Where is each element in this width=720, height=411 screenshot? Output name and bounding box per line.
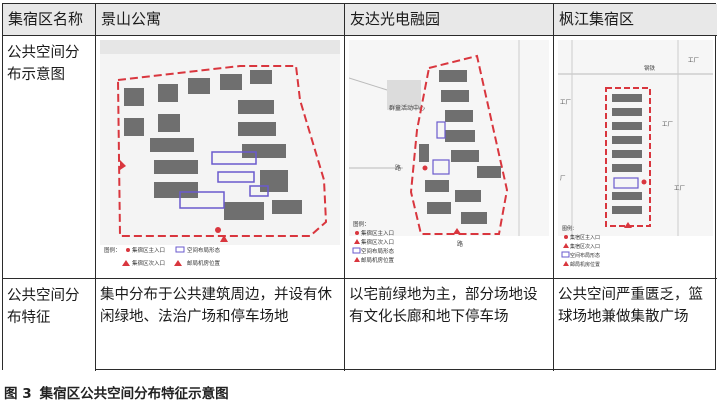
map3-legend-2: 空间布局形态 [570, 252, 600, 259]
map2-legend-1: 集宿区次入口 [361, 238, 394, 246]
map3-label-factory1: 工厂 [688, 57, 700, 64]
figure-caption: 图 3 集宿区公共空间分布特征示意图 [4, 382, 237, 402]
map3-label-factory2: 工厂 [560, 99, 572, 106]
header-jingshan: 景山公寓 [96, 4, 345, 36]
header-fengjiang: 枫江集宿区 [554, 4, 717, 36]
comparison-table: 集宿区名称 景山公寓 友达光电融园 枫江集宿区 公共空间分布示意图 [2, 3, 717, 371]
map-jingshan: 图例： 集宿区主入口 空间布局形态 集宿区次入口 邮局机房位置 [96, 36, 345, 279]
map3-legend-title: 图例： [562, 225, 577, 232]
map2-label-center: 群童活动中心 [389, 104, 425, 112]
map3-legend-1: 集宿区次入口 [570, 243, 600, 250]
row-label-map: 公共空间分布示意图 [3, 36, 96, 279]
map-fengjiang-svg: 钢铁 工厂 工厂 工厂 厂 工厂 [558, 40, 713, 274]
map2-legend-title: 图例： [353, 220, 370, 228]
map2-legend-2: 空间布局形态 [361, 247, 395, 255]
feature-jingshan: 集中分布于公共建筑周边，并设有休闲绿地、法治广场和停车场地 [96, 279, 345, 371]
map2-label-road2: 路 [457, 240, 463, 248]
feature-fengjiang: 公共空间严重匮乏，篮球场地兼做集散广场 [558, 287, 703, 325]
map3-label-factory5: 工厂 [674, 185, 686, 192]
map3-label-factory4: 厂 [560, 175, 566, 182]
map1-legend-0: 集宿区主入口 [132, 246, 165, 254]
header-youda: 友达光电融园 [345, 4, 554, 36]
map2-label-road1: 路 [395, 164, 401, 172]
map2-legend-0: 集宿区主入口 [361, 229, 394, 237]
map-fengjiang: 钢铁 工厂 工厂 工厂 厂 工厂 [554, 36, 717, 279]
map3-legend-3: 邮局机房位置 [570, 261, 600, 268]
row-label-features: 公共空间分布特征 [3, 279, 96, 371]
map3-label-factory3: 工厂 [662, 121, 674, 128]
map-youda: 群童活动中心 [345, 36, 554, 279]
map-jingshan-svg: 图例： 集宿区主入口 空间布局形态 集宿区次入口 邮局机房位置 [100, 40, 340, 274]
map2-legend-3: 邮局机房位置 [361, 256, 395, 264]
map1-legend-3: 邮局机房位置 [187, 259, 221, 267]
feature-youda: 以宅前绿地为主，部分场地设有文化长廊和地下停车场 [345, 279, 554, 371]
header-row-label: 集宿区名称 [3, 4, 96, 36]
figure-title: 集宿区公共空间分布特征示意图 [39, 386, 229, 402]
map3-legend-0: 集宿区主入口 [570, 234, 600, 241]
map3-label-road: 钢铁 [644, 64, 656, 72]
map-youda-svg: 群童活动中心 [349, 40, 549, 274]
figure-number: 图 3 [4, 386, 32, 402]
map1-legend-title: 图例： [104, 246, 121, 254]
map1-legend-2: 集宿区次入口 [132, 259, 165, 267]
map1-legend-1: 空间布局形态 [187, 246, 221, 254]
